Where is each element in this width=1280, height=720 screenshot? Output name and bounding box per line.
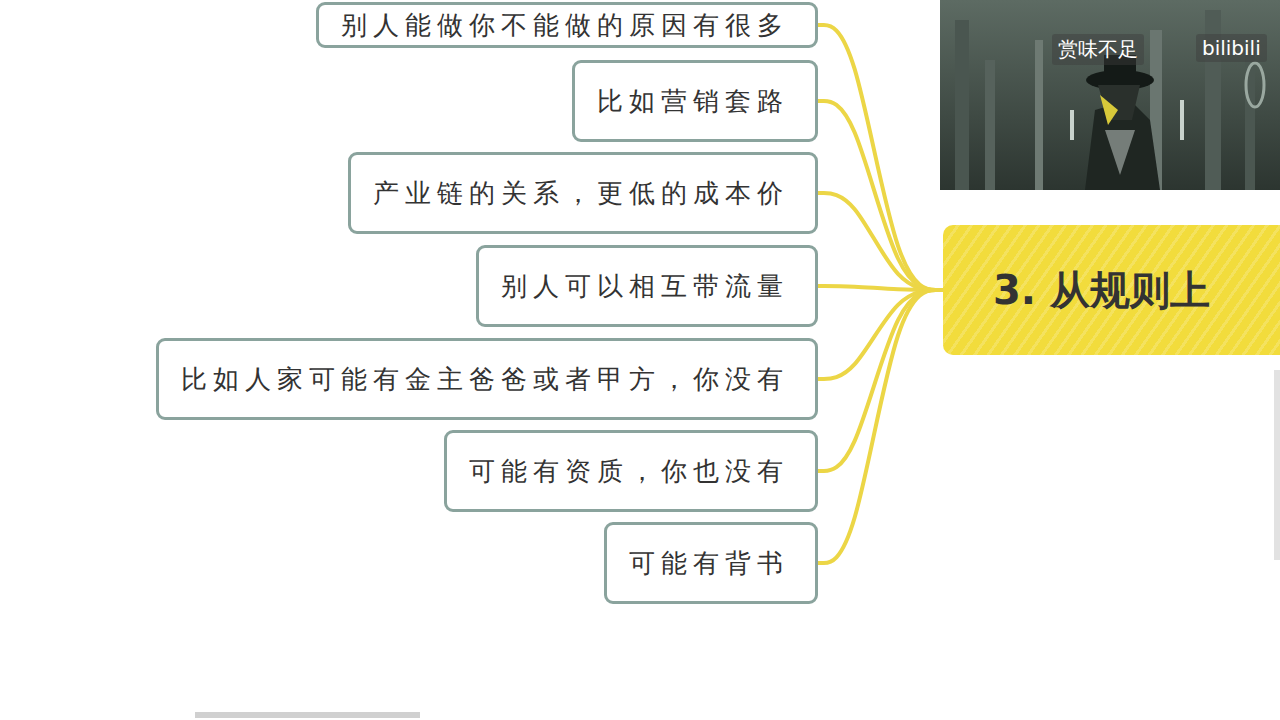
branch-connector [818, 290, 943, 563]
branch-box: 别人能做你不能做的原因有很多 [316, 2, 818, 48]
branch-connector [818, 25, 943, 290]
branch-box: 别人可以相互带流量 [476, 245, 818, 327]
branch-connector [818, 290, 943, 471]
branch-box: 产业链的关系，更低的成本价 [348, 152, 818, 234]
node-text: 可能有资质，你也没有 [469, 454, 789, 489]
branch-box: 比如人家可能有金主爸爸或者甲方，你没有 [156, 338, 818, 420]
branch-box: 比如营销套路 [572, 60, 818, 142]
node-text: 别人可以相互带流量 [501, 269, 789, 304]
node-text: 比如营销套路 [597, 84, 789, 119]
scrollbar [195, 712, 420, 718]
node-text: 可能有背书 [629, 546, 789, 581]
node-text: 3. 从规则上 [993, 263, 1210, 318]
branch-box: 可能有资质，你也没有 [444, 430, 818, 512]
topic-box: 3. 从规则上 [943, 225, 1280, 355]
overlay-caption: 赏味不足 [1052, 34, 1144, 65]
node-text: 比如人家可能有金主爸爸或者甲方，你没有 [181, 362, 789, 397]
scrollbar [1274, 370, 1280, 560]
video-thumbnail [940, 0, 1280, 190]
branch-connector [818, 193, 943, 290]
watermark: bilibili [1196, 34, 1267, 62]
branch-connector [818, 101, 943, 290]
node-text: 产业链的关系，更低的成本价 [373, 176, 789, 211]
branch-box: 可能有背书 [604, 522, 818, 604]
node-text: 别人能做你不能做的原因有很多 [341, 8, 789, 43]
